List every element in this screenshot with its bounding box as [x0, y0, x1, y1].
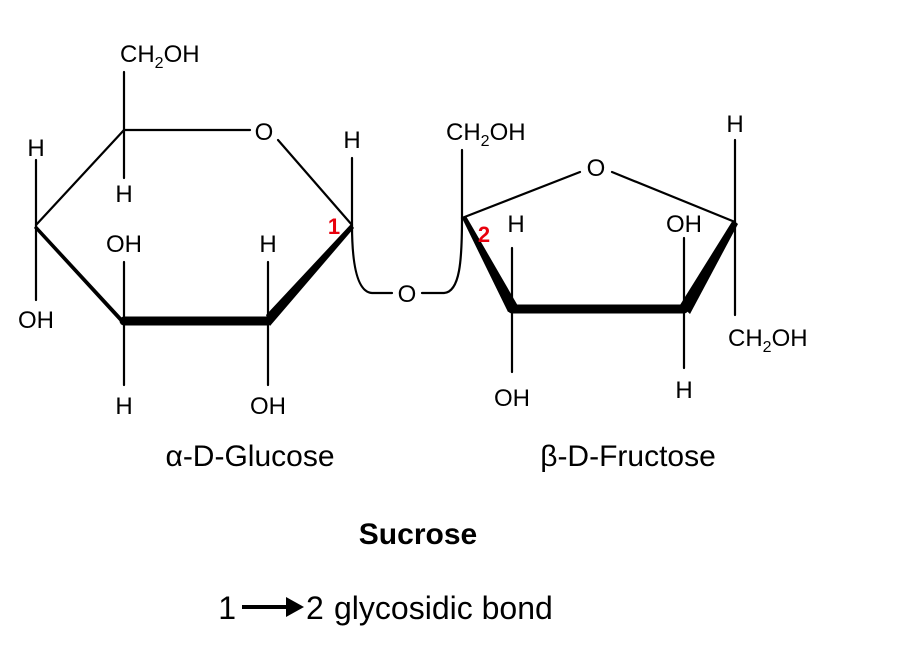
- glucose-c2-oh-label: OH: [250, 393, 286, 420]
- molecule-title: Sucrose: [359, 518, 477, 551]
- bond-caption: 1 2 glycosidic bond: [218, 590, 553, 626]
- glucose-c3-h-label: H: [115, 393, 132, 420]
- bond-caption-text: glycosidic bond: [334, 590, 553, 626]
- glucose-ring-oxygen-label: O: [255, 119, 274, 146]
- glucose-c2-h-label: H: [259, 231, 276, 258]
- fructose-bond-c4-c5-wedge: [680, 220, 738, 314]
- bond-caption-from: 1: [218, 590, 236, 626]
- glucose-c4-oh-label: OH: [18, 307, 54, 334]
- glucose-anomeric-carbon-number: 1: [328, 214, 340, 239]
- fructose-c1-label: CH2OH: [446, 119, 526, 150]
- glucose-c4-h-label: H: [27, 135, 44, 162]
- glycosidic-oxygen-label: O: [398, 281, 417, 308]
- fructose-c3-oh-label: OH: [494, 385, 530, 412]
- fructose-c6-label: CH2OH: [728, 325, 808, 356]
- glucose-c3-oh-label: OH: [106, 231, 142, 258]
- bond-caption-arrow-head: [286, 597, 304, 617]
- bond-caption-to: 2: [306, 590, 324, 626]
- glucose-bond-c4-c3-wedge: [34, 225, 124, 326]
- glycosidic-bond-c1-o: [350, 223, 394, 295]
- fructose-c5-h-label: H: [726, 111, 743, 138]
- glucose-bond-c5-c4: [34, 128, 126, 227]
- glucose-bond-o-c1: [276, 138, 354, 227]
- glucose-c1-h-label: H: [343, 127, 360, 154]
- glucose-bond-c2-c1-wedge: [266, 224, 354, 326]
- glucose-c5-h-label: H: [115, 181, 132, 208]
- fructose-c3-h-label: H: [507, 211, 524, 238]
- fructose-substituent-bonds: [460, 138, 737, 374]
- fructose-name: β-D-Fructose: [540, 440, 716, 473]
- glucose-c6-label: CH2OH: [120, 41, 200, 72]
- fructose-anomeric-carbon-number: 2: [478, 222, 490, 247]
- glucose-substituent-bonds: [34, 70, 354, 387]
- fructose-ring-oxygen-label: O: [587, 155, 606, 182]
- glucose-name: α-D-Glucose: [165, 440, 334, 473]
- glycosidic-bond-o-c2: [420, 216, 464, 295]
- fructose-c4-h-label: H: [675, 377, 692, 404]
- fructose-bond-c2-c3-wedge: [462, 216, 518, 312]
- fructose-ring: [460, 170, 738, 314]
- fructose-bond-o-c5: [610, 170, 737, 224]
- fructose-c4-oh-label: OH: [666, 211, 702, 238]
- fructose-bond-c2-o: [460, 170, 582, 220]
- glucose-ring: [34, 128, 354, 326]
